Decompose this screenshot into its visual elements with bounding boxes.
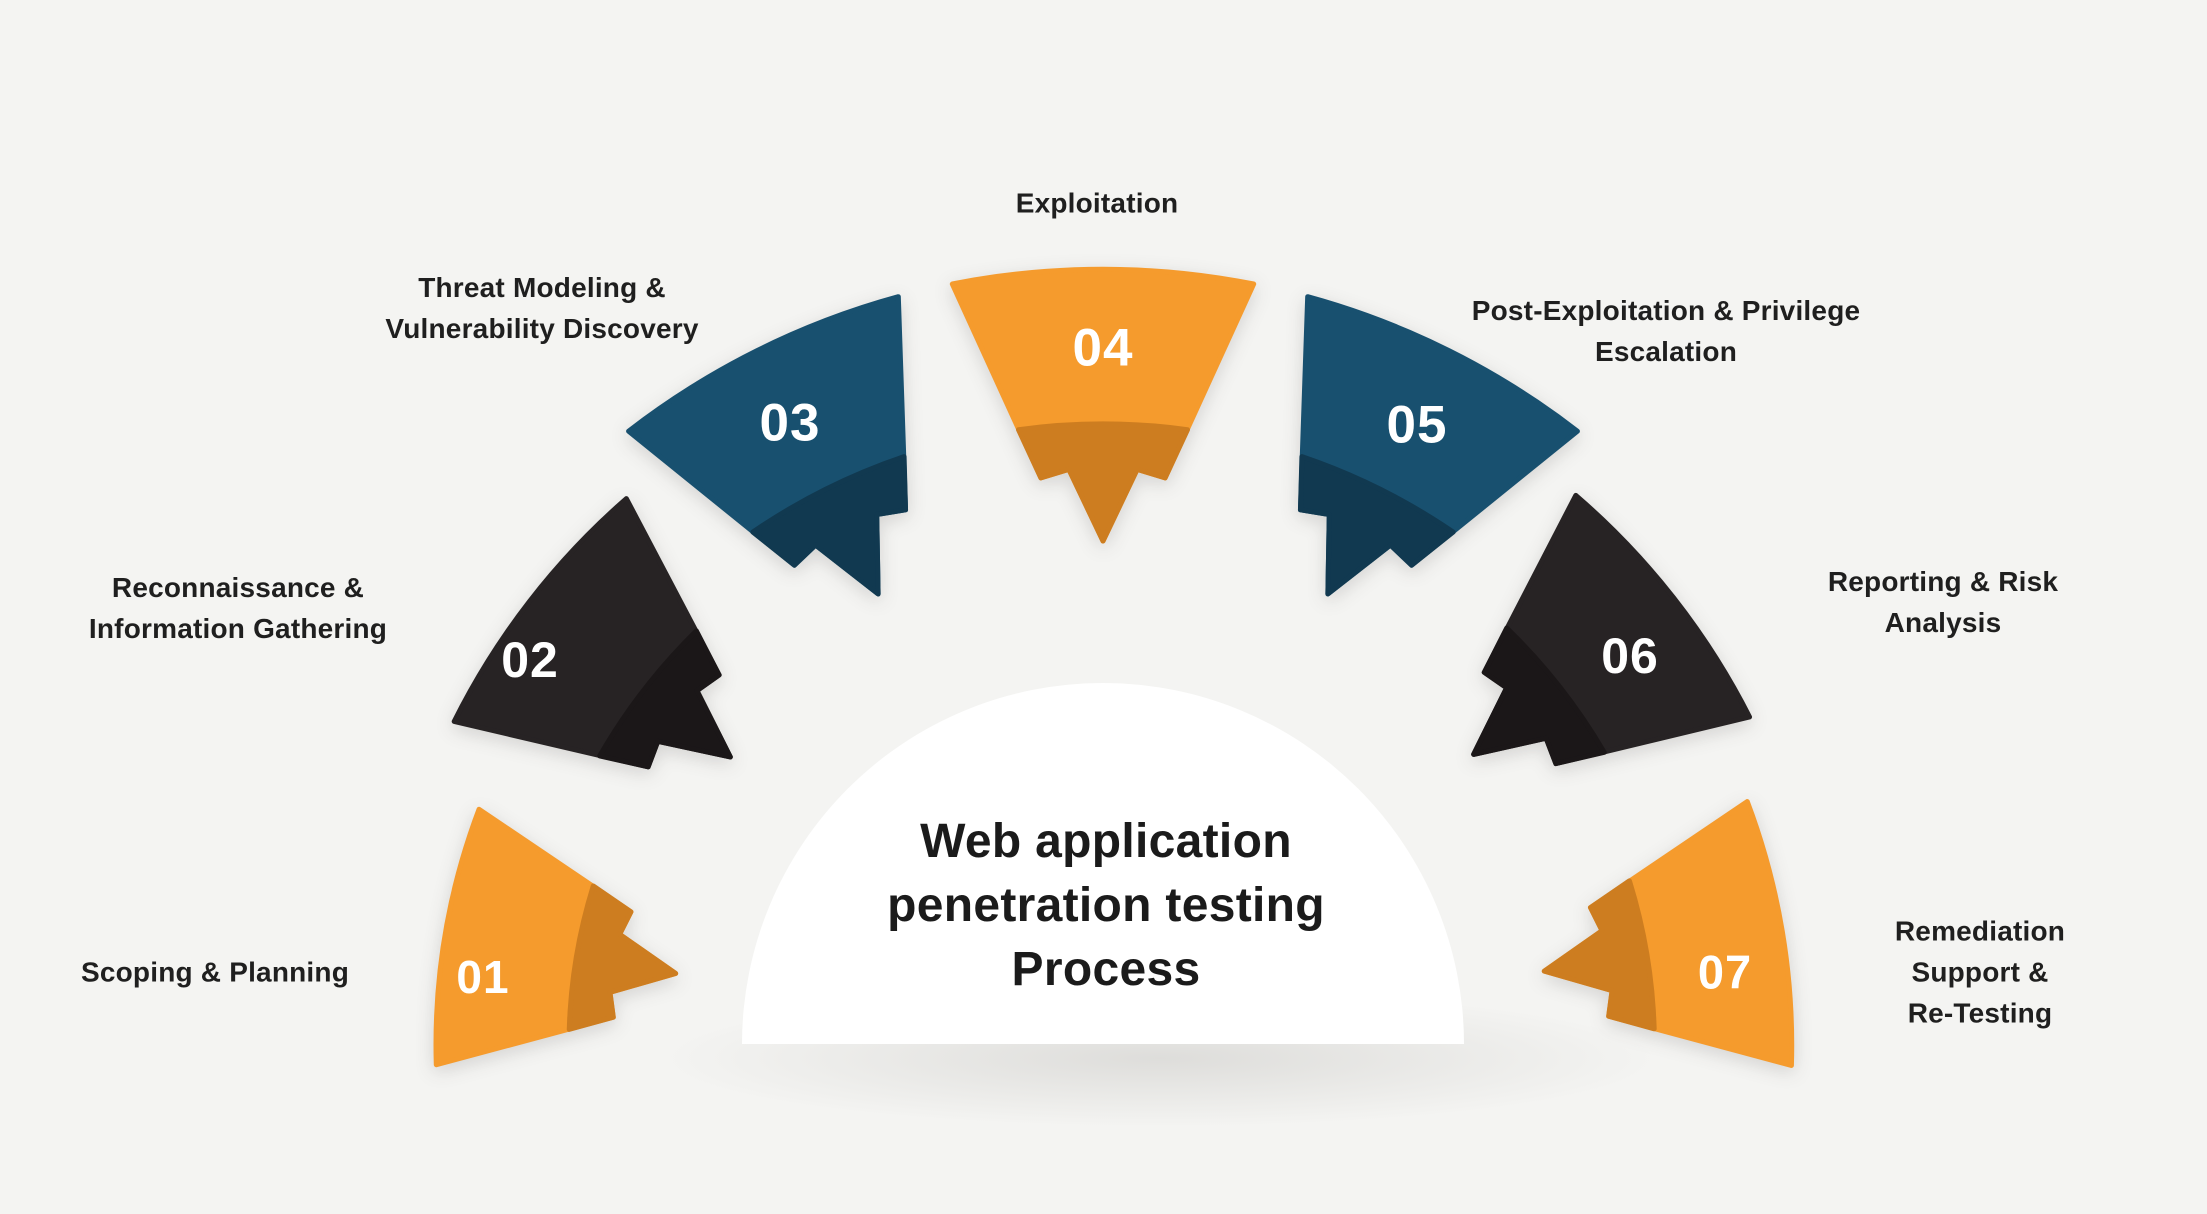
segment-06 xyxy=(1471,492,1753,767)
step-number-06: 06 xyxy=(1601,628,1659,684)
segment-05 xyxy=(1297,294,1580,597)
segment-07 xyxy=(1541,799,1795,1068)
step-number-02: 02 xyxy=(501,632,559,688)
step-label-03: Threat Modeling & Vulnerability Discover… xyxy=(385,272,699,344)
segment-06-body xyxy=(1471,492,1753,767)
step-label-06: Reporting & Risk Analysis xyxy=(1827,566,2059,638)
segment-07-inner-shade xyxy=(1541,878,1657,1032)
step-number-04: 04 xyxy=(1072,318,1134,378)
step-label-05: Post-Exploitation & Privilege Escalation xyxy=(1471,295,1861,367)
segment-05-inner-shade xyxy=(1297,454,1456,597)
segment-02-inner-shade xyxy=(597,628,733,770)
step-label-01: Scoping & Planning xyxy=(80,956,350,988)
segment-06-inner-shade xyxy=(1471,625,1607,767)
segment-03 xyxy=(626,294,909,597)
segment-01-inner-shade xyxy=(566,883,679,1032)
step-label-02: Reconnaissance & Information Gathering xyxy=(88,572,388,644)
segment-04-inner-shade xyxy=(1016,421,1190,544)
step-number-07: 07 xyxy=(1697,945,1753,999)
step-number-05: 05 xyxy=(1386,395,1448,455)
step-number-03: 03 xyxy=(759,393,821,453)
step-number-01: 01 xyxy=(456,951,510,1003)
segment-01 xyxy=(433,806,679,1068)
step-label-04: Exploitation xyxy=(1015,187,1179,219)
diagram-title: Web application penetration testing Proc… xyxy=(887,815,1325,996)
segment-07-body xyxy=(1541,799,1795,1068)
segment-03-inner-shade xyxy=(750,454,909,597)
segment-02-body xyxy=(451,496,733,770)
segment-02 xyxy=(451,496,733,770)
segment-04 xyxy=(949,266,1257,544)
step-label-07: Remediation Support & Re-Testing xyxy=(1894,915,2066,1029)
